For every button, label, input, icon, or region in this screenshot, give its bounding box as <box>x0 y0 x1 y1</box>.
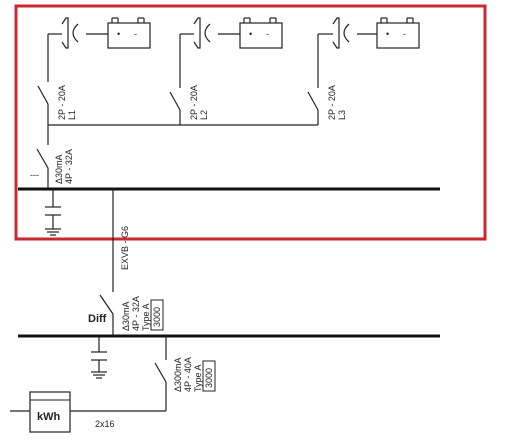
socket-dash-l2: - <box>266 29 269 39</box>
socket-dot-l2: • <box>249 29 252 39</box>
submain-poles: 4P - 32A <box>64 149 74 184</box>
submain-rating: Δ30mA <box>54 154 64 184</box>
load-arc-l2 <box>204 23 211 43</box>
main-breaker-blade <box>154 362 167 383</box>
socket-l2 <box>239 22 283 49</box>
breaker-rating-l2: 2P - 20A <box>189 85 199 120</box>
kwh-meter-label: kWh <box>37 411 61 423</box>
socket-l1 <box>107 22 151 49</box>
main-code-box <box>202 360 216 392</box>
socket-dash-l1: - <box>134 29 137 39</box>
socket-dash-l3: - <box>403 29 406 39</box>
supply-cable-label: 2x16 <box>95 419 115 429</box>
diff-code: 3000 <box>152 307 162 327</box>
submain-dash: --- <box>30 170 39 180</box>
circuit-l3 <box>307 17 420 125</box>
breaker-blade-l1 <box>37 85 49 105</box>
breaker-rating-l1: 2P - 20A <box>57 85 67 120</box>
load-arc-l3 <box>343 23 350 43</box>
line-label-l2: L2 <box>199 110 209 120</box>
diff-rating: Δ30mA <box>121 301 131 331</box>
submain-breaker-blade <box>36 148 49 169</box>
socket-l3 <box>376 22 420 49</box>
feeder-cable-label: EXVB - G6 <box>120 226 130 270</box>
socket-dot-l3: • <box>386 29 389 39</box>
diff-breaker-blade <box>99 294 114 315</box>
kwh-meter <box>29 391 71 433</box>
diff-label: Diff <box>88 313 107 325</box>
main-rating: Δ300mA <box>173 357 183 392</box>
load-arc-l1 <box>72 23 79 43</box>
main-code: 3000 <box>204 368 214 388</box>
subpanel-frame <box>14 4 487 241</box>
circuit-l1 <box>37 17 151 125</box>
line-label-l3: L3 <box>337 110 347 120</box>
diff-code-box <box>150 299 164 331</box>
load-symbol-l1 <box>61 17 69 49</box>
circuit-l2 <box>169 17 283 125</box>
subpanel-earth-symbol <box>45 190 61 236</box>
breaker-rating-l3: 2P - 20A <box>327 85 337 120</box>
main-poles: 4P - 40A <box>183 357 193 392</box>
main-type: Type A <box>193 364 203 392</box>
line-label-l1: L1 <box>67 110 77 120</box>
breaker-blade-l3 <box>307 91 319 111</box>
main-earth-symbol <box>91 337 107 379</box>
diff-poles: 4P - 32A <box>131 296 141 331</box>
load-symbol-l2 <box>193 17 201 49</box>
socket-dot-l1: • <box>117 29 120 39</box>
breaker-blade-l2 <box>169 91 181 111</box>
diff-type: Type A <box>141 303 151 331</box>
load-symbol-l3 <box>332 17 340 49</box>
